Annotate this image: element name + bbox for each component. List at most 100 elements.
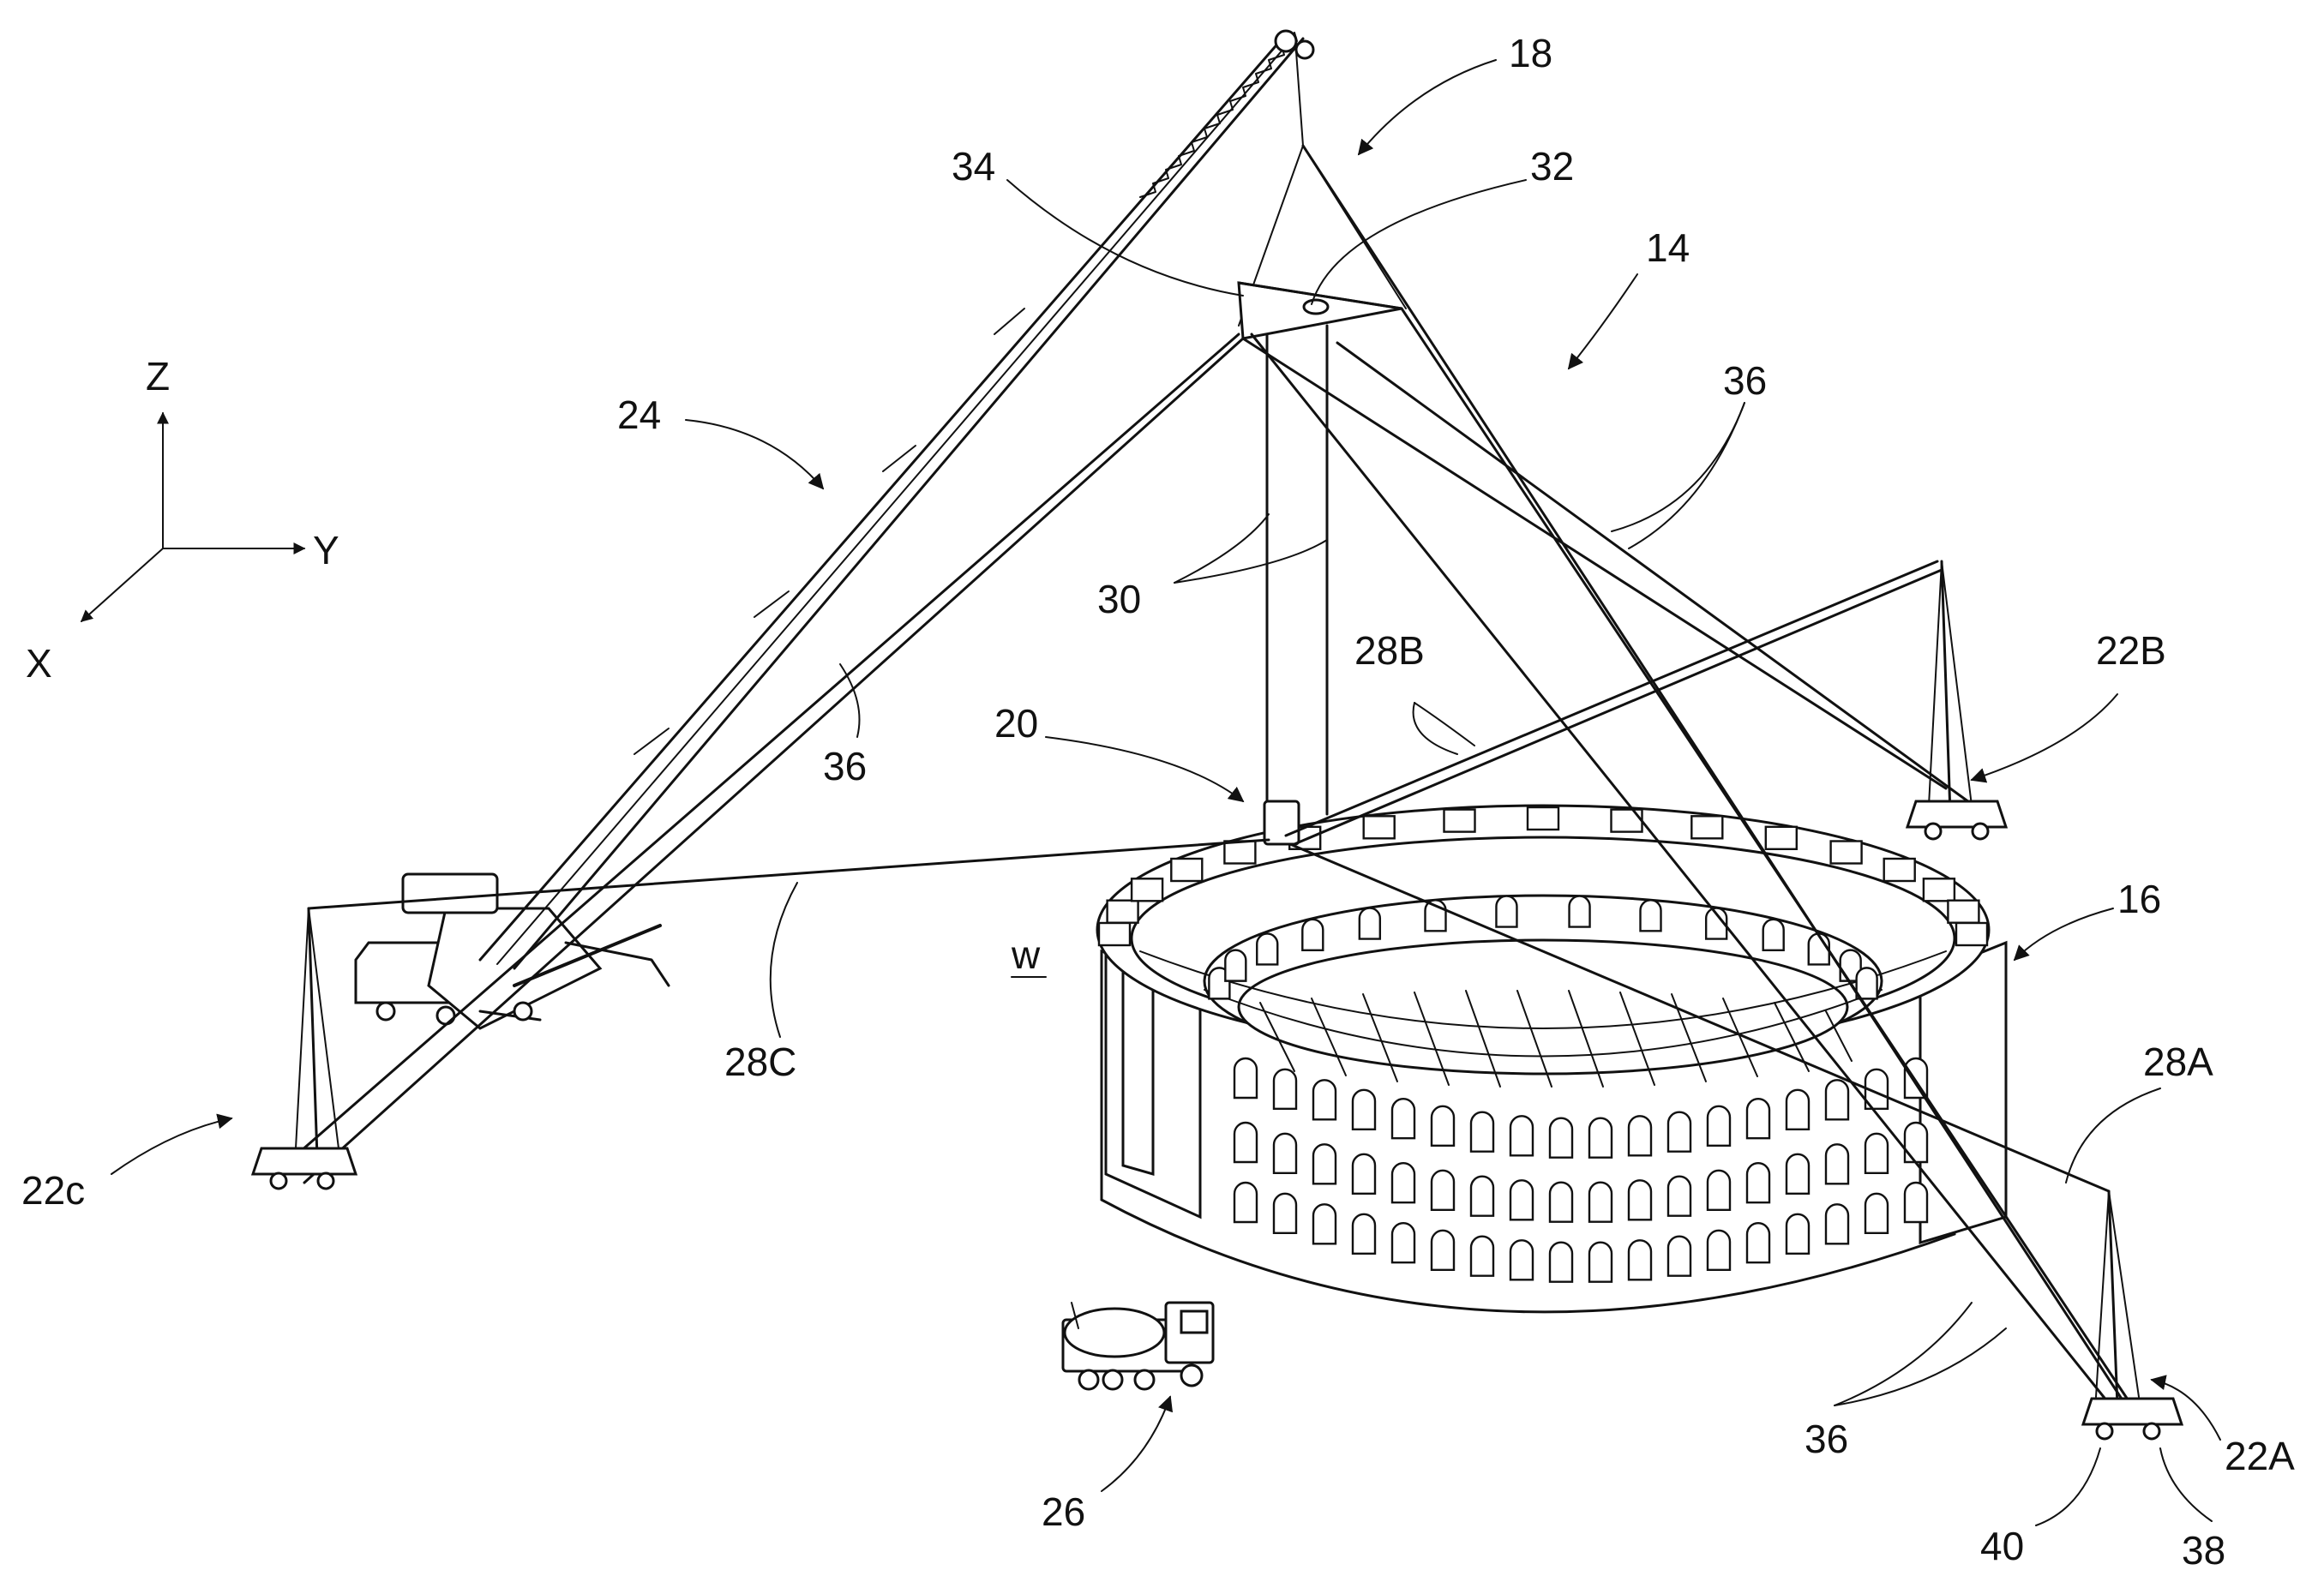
wall-arch bbox=[1430, 1229, 1456, 1272]
lattice-tip-truss bbox=[1139, 32, 1298, 198]
label-28C: 28C bbox=[724, 1040, 796, 1084]
wall-arch bbox=[1430, 1169, 1456, 1212]
bowl-arch bbox=[1256, 932, 1279, 966]
label-40: 40 bbox=[1980, 1524, 2024, 1568]
label-36-left: 36 bbox=[823, 744, 867, 788]
coordinate-axes: Z Y X bbox=[26, 354, 339, 686]
wall-arch bbox=[1706, 1229, 1732, 1272]
label-24: 24 bbox=[617, 393, 661, 437]
parapet-box bbox=[1610, 808, 1643, 833]
reference-labels: 18 34 32 14 36 24 30 28B 22B 20 36 16 w … bbox=[21, 31, 2295, 1573]
wall-arch bbox=[1312, 1143, 1337, 1185]
label-22B: 22B bbox=[2096, 628, 2166, 673]
wall-arches bbox=[1233, 1057, 1929, 1283]
wall-arch bbox=[1588, 1117, 1613, 1159]
label-28B: 28B bbox=[1354, 628, 1425, 673]
x-axis-arrow bbox=[80, 548, 164, 622]
concrete-truck bbox=[1061, 1301, 1215, 1391]
wall-arch bbox=[1745, 1161, 1771, 1204]
parapet-box bbox=[1690, 815, 1724, 840]
parapet-box bbox=[1955, 921, 1989, 947]
parapet-box bbox=[1443, 808, 1476, 833]
wall-arch bbox=[1864, 1068, 1889, 1111]
wall-arch bbox=[1312, 1203, 1337, 1245]
parapet-box bbox=[1362, 815, 1396, 840]
wall-arch bbox=[1509, 1179, 1534, 1221]
wall-arch bbox=[1706, 1105, 1732, 1148]
wall-arch bbox=[1469, 1175, 1495, 1217]
label-22A: 22A bbox=[2225, 1434, 2295, 1478]
wall-arch bbox=[1903, 1121, 1929, 1164]
wall-arch bbox=[1666, 1175, 1692, 1217]
bowl-rafters bbox=[1259, 990, 1853, 1088]
wall-arch bbox=[1824, 1203, 1850, 1245]
bowl-arch bbox=[1855, 967, 1878, 1000]
wall-arch bbox=[1588, 1241, 1613, 1283]
z-axis-label: Z bbox=[146, 354, 170, 398]
wall-arch bbox=[1233, 1121, 1258, 1164]
y-axis-label: Y bbox=[313, 528, 339, 572]
leader-lines bbox=[111, 59, 2221, 1526]
label-18: 18 bbox=[1509, 31, 1552, 75]
label-22c: 22c bbox=[21, 1168, 85, 1213]
wall-arch bbox=[1864, 1192, 1889, 1235]
wall-arch bbox=[1706, 1169, 1732, 1212]
wall-arch bbox=[1272, 1192, 1298, 1235]
wall-arch bbox=[1351, 1153, 1377, 1195]
wall-arch bbox=[1785, 1153, 1811, 1195]
bowl-arch bbox=[1301, 918, 1324, 952]
bowl-arch bbox=[1639, 899, 1662, 932]
parapet-box bbox=[1947, 899, 1980, 924]
label-w: w bbox=[1011, 932, 1041, 977]
crane-22A bbox=[2081, 1190, 2184, 1441]
parapet-box bbox=[1170, 857, 1204, 883]
parapet-box bbox=[1106, 899, 1139, 924]
wall-arch bbox=[1351, 1213, 1377, 1255]
x-axis-label: X bbox=[26, 641, 52, 686]
bowl-arch bbox=[1762, 918, 1785, 952]
wall-arch bbox=[1390, 1161, 1416, 1204]
bowl-arch bbox=[1704, 907, 1728, 940]
wall-arch bbox=[1548, 1241, 1574, 1283]
wall-arch bbox=[1272, 1068, 1298, 1111]
wall-arch bbox=[1430, 1105, 1456, 1148]
label-36-bottom: 36 bbox=[1805, 1417, 1848, 1461]
wall-arch bbox=[1824, 1143, 1850, 1185]
wall-arch bbox=[1233, 1057, 1258, 1100]
label-38: 38 bbox=[2182, 1528, 2225, 1573]
wall-arch bbox=[1312, 1079, 1337, 1121]
parapet-box bbox=[1223, 840, 1257, 865]
wall-arch bbox=[1903, 1181, 1929, 1224]
parapet-box bbox=[1526, 806, 1560, 831]
wall-arch bbox=[1627, 1179, 1653, 1221]
wall-arch bbox=[1233, 1181, 1258, 1224]
label-20: 20 bbox=[994, 701, 1038, 746]
wall-arch bbox=[1785, 1213, 1811, 1255]
wall-arch bbox=[1272, 1132, 1298, 1175]
stadium-structure bbox=[1096, 804, 2008, 1314]
label-28A: 28A bbox=[2143, 1040, 2213, 1084]
lattice-boom bbox=[478, 29, 1315, 970]
crane-22c bbox=[250, 907, 358, 1190]
parapet-box bbox=[1922, 878, 1956, 902]
wall-arch bbox=[1390, 1097, 1416, 1140]
parapet-box bbox=[1829, 840, 1863, 865]
wall-arch bbox=[1548, 1117, 1574, 1159]
support-cables bbox=[273, 144, 2136, 1416]
wall-arch bbox=[1588, 1181, 1613, 1223]
wall-arch bbox=[1745, 1097, 1771, 1140]
wall-arch bbox=[1548, 1181, 1574, 1223]
wall-arch bbox=[1864, 1132, 1889, 1175]
hoist-rigging bbox=[1238, 51, 1407, 327]
label-36-right: 36 bbox=[1723, 358, 1767, 403]
parapet-box bbox=[1097, 921, 1132, 947]
bowl-arch bbox=[1495, 895, 1518, 928]
wall-arch bbox=[1627, 1115, 1653, 1157]
bowl-arch bbox=[1224, 949, 1247, 982]
parapet-box bbox=[1764, 825, 1799, 850]
label-26: 26 bbox=[1042, 1489, 1085, 1534]
central-mast bbox=[1263, 324, 1329, 846]
wall-arch bbox=[1666, 1111, 1692, 1153]
top-platform bbox=[1237, 281, 1403, 340]
